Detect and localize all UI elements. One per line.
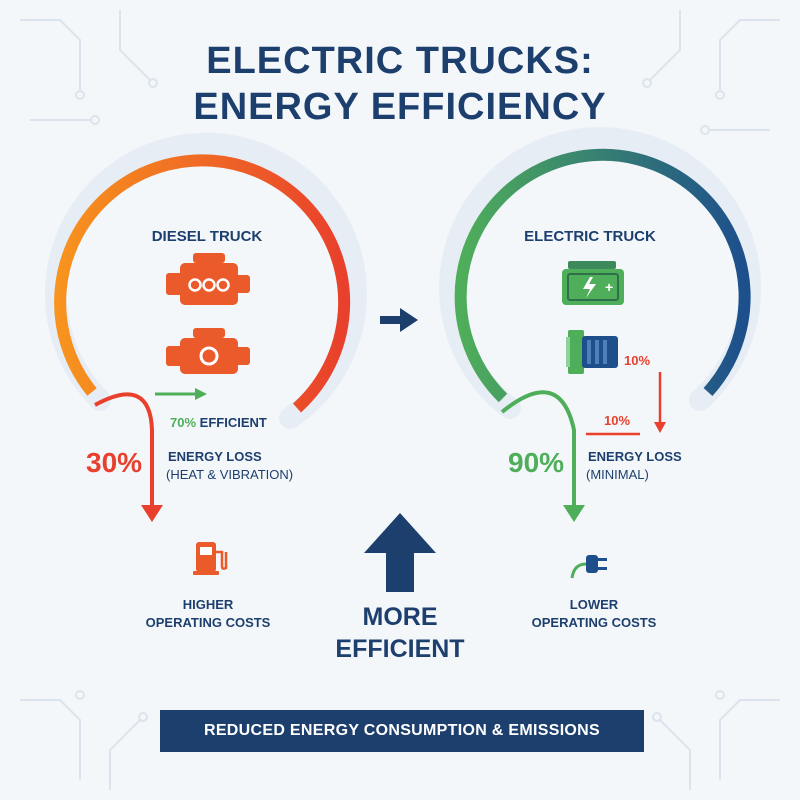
diesel-loss-pct: 30% <box>86 447 143 478</box>
electric-loss-b-pct: 10% <box>604 413 631 428</box>
diesel-loss-label-2: (HEAT & VIBRATION) <box>166 467 294 482</box>
engine-small-icon <box>166 328 250 374</box>
diesel-gauge <box>44 132 367 429</box>
circuit-decoration <box>20 10 780 790</box>
diesel-loss-label-1: ENERGY LOSS <box>168 449 262 464</box>
electric-cost-line-1: LOWER <box>569 597 619 612</box>
electric-truck-heading: ELECTRIC TRUCK <box>524 228 656 245</box>
electric-efficiency-pct: 90% <box>508 447 565 478</box>
page-title-line-2: ENERGY EFFICIENCY <box>193 86 607 128</box>
electric-loss-label-1: ENERGY LOSS <box>588 449 682 464</box>
plug-icon <box>570 555 607 579</box>
electric-loss-a-pct: 10% <box>624 353 651 368</box>
diesel-cost-line-2: OPERATING COSTS <box>145 615 271 630</box>
electric-efficiency-arrow-icon <box>500 390 585 522</box>
battery-icon: + <box>562 261 624 305</box>
arrow-right-icon <box>380 308 418 332</box>
fuel-pump-icon <box>193 542 228 575</box>
summary-banner: REDUCED ENERGY CONSUMPTION & EMISSIONS <box>160 710 644 752</box>
electric-gauge <box>439 127 762 419</box>
arrow-up-icon <box>364 513 436 592</box>
page-title-line-1: ELECTRIC TRUCKS: <box>206 40 594 82</box>
diesel-efficiency-label: 70% EFFICIENT <box>170 414 267 431</box>
diesel-efficient-text: EFFICIENT <box>199 415 267 430</box>
electric-cost-line-2: OPERATING COSTS <box>531 615 657 630</box>
diesel-truck-heading: DIESEL TRUCK <box>151 228 263 245</box>
electric-loss-label-2: (MINIMAL) <box>586 467 649 482</box>
more-efficient-line-1: MORE <box>362 603 438 631</box>
electric-loss-arrow-a-icon <box>654 372 666 433</box>
svg-text:+: + <box>605 279 613 295</box>
more-efficient-line-2: EFFICIENT <box>335 635 465 663</box>
engine-icon <box>166 253 250 305</box>
electric-motor-icon <box>566 330 618 374</box>
diesel-loss-arrow-icon <box>94 392 163 522</box>
diesel-efficient-pct: 70% <box>170 415 197 430</box>
efficient-arrow-icon <box>155 388 207 400</box>
diesel-cost-line-1: HIGHER <box>182 597 234 612</box>
